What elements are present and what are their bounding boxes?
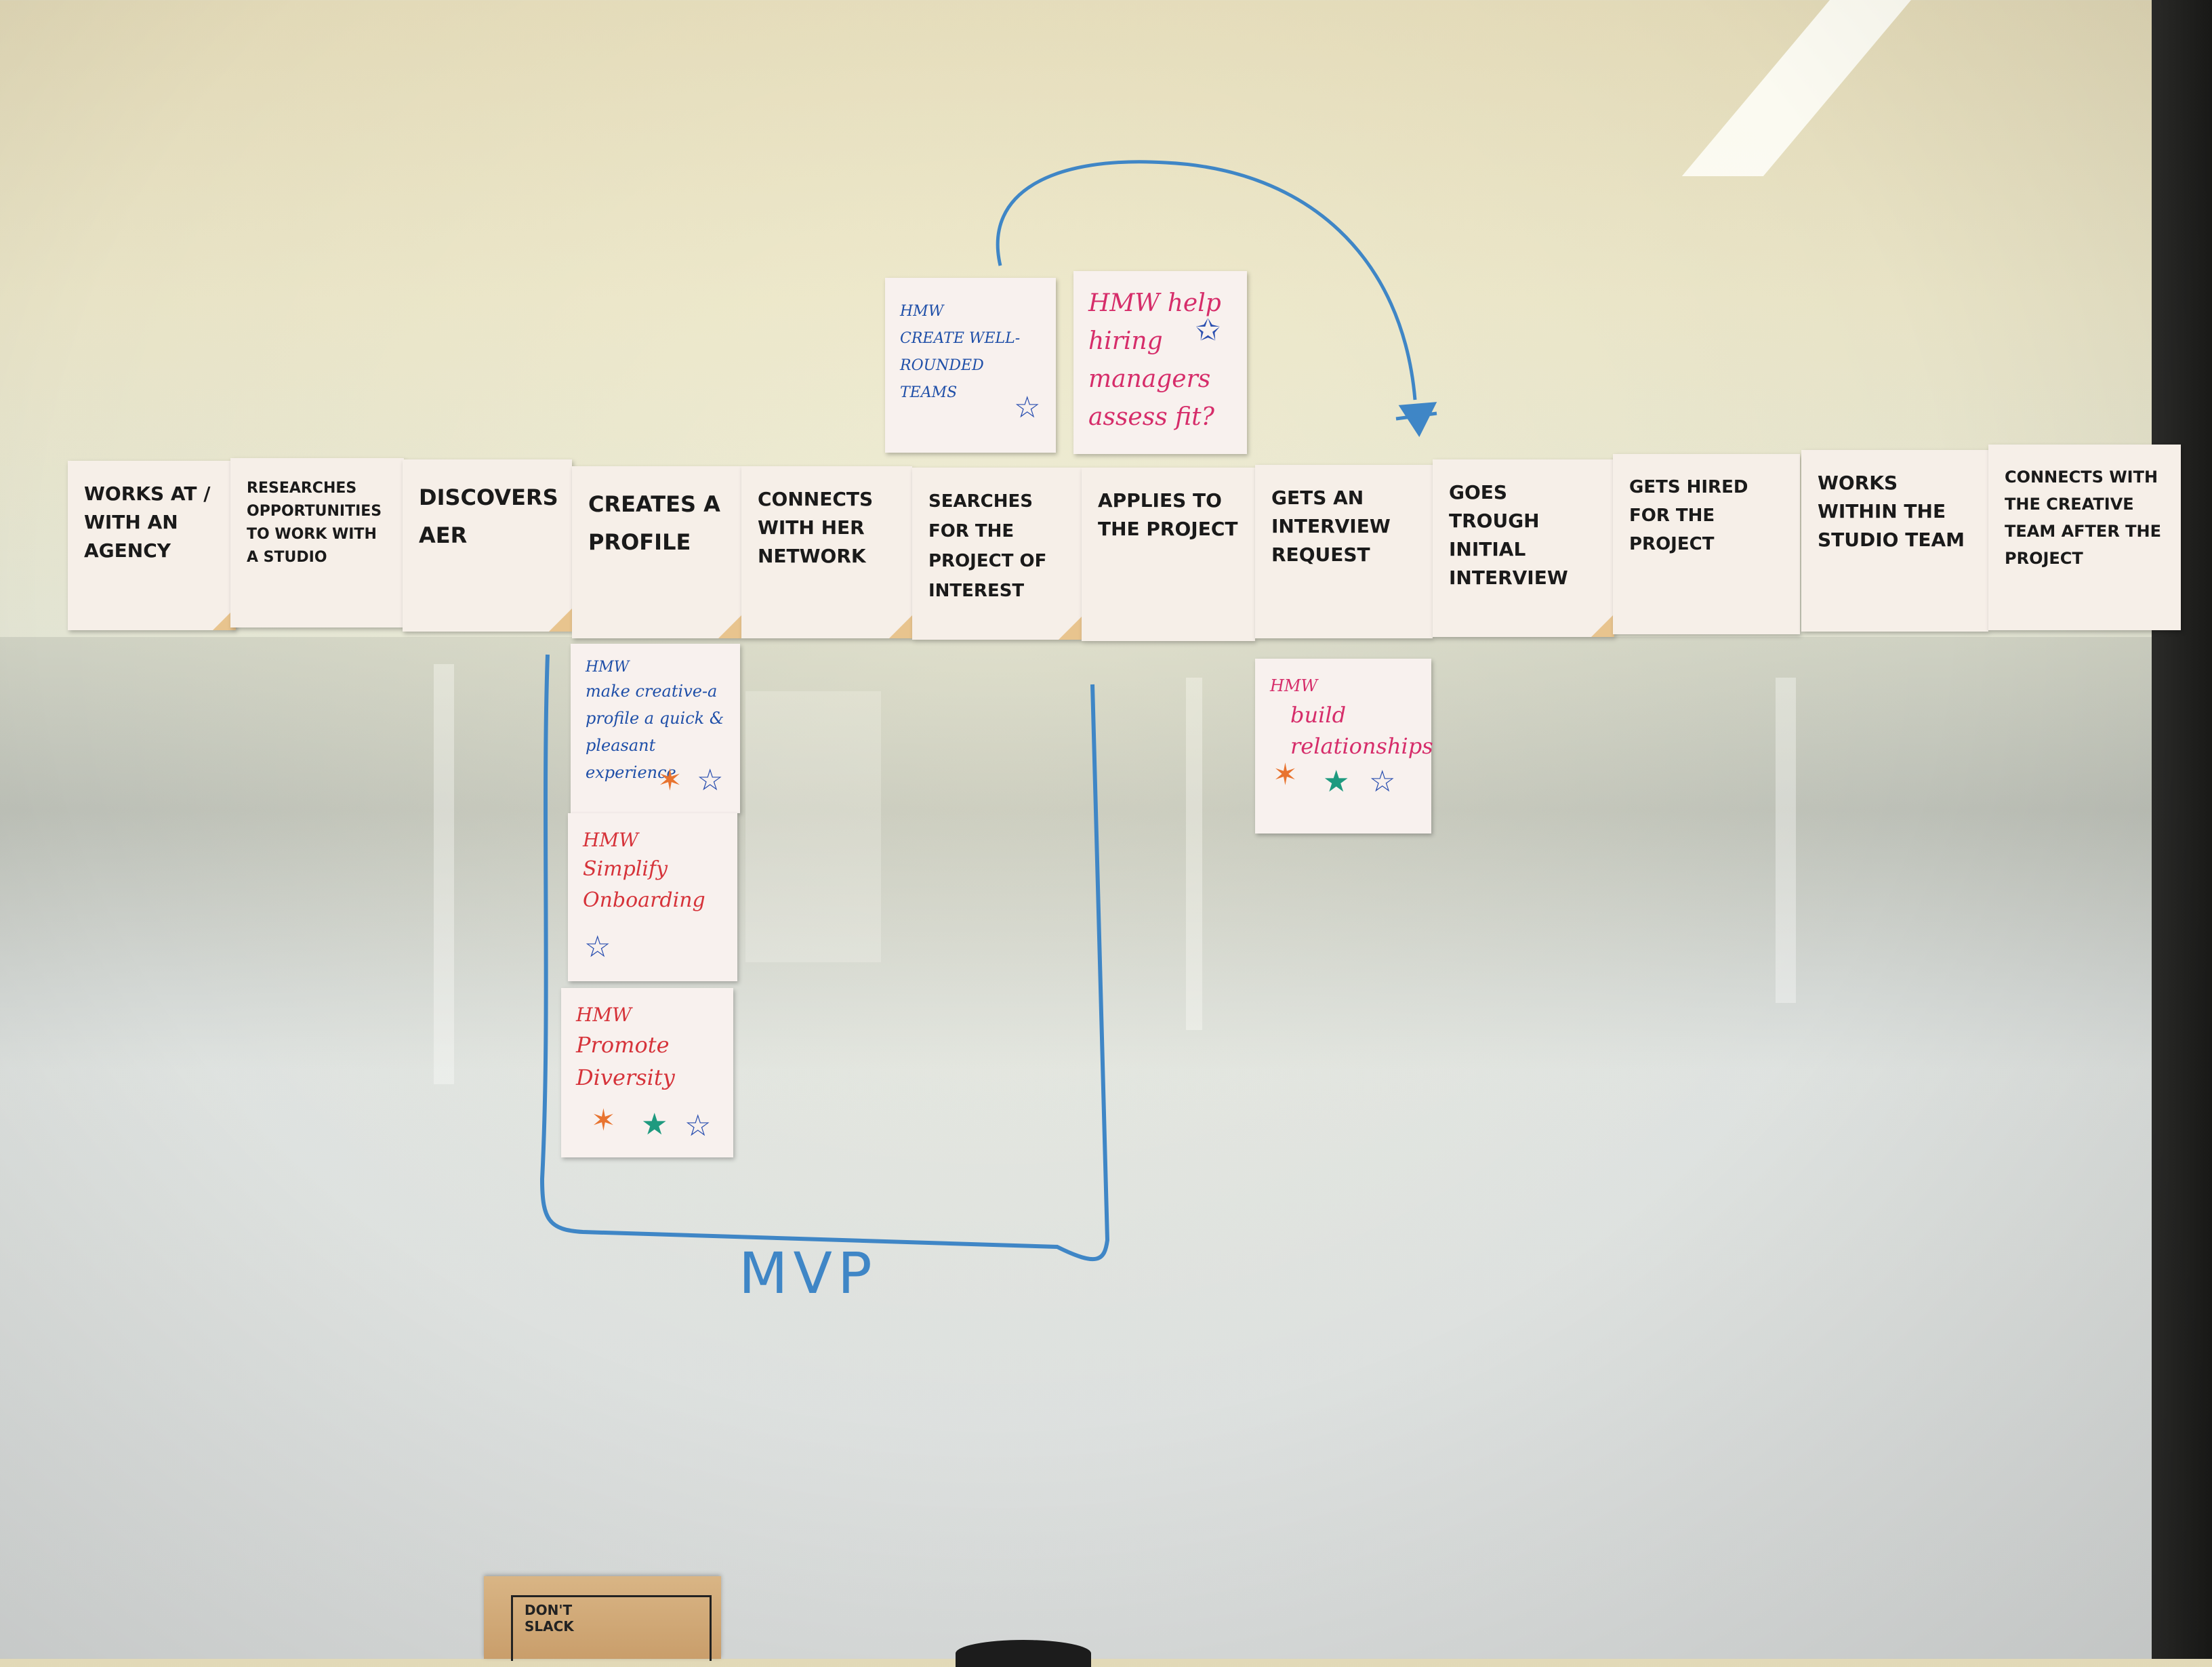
hmw-text: Simplify Onboarding xyxy=(583,857,705,912)
hmw-note-assess-fit: HMW help hiring managers assess fit? ✩ xyxy=(1073,271,1247,454)
step-text: Gets an interview request xyxy=(1271,487,1391,566)
hmw-note-quick-pleasant-profile: HMW make creative-a profile a quick & pl… xyxy=(571,644,740,813)
step-text: Creates a profile xyxy=(588,491,720,555)
hmw-text: HMW help hiring managers assess fit? xyxy=(1088,289,1221,431)
step-note-discovers-aer: Discovers AER xyxy=(403,459,572,632)
window-reflection xyxy=(0,637,2212,1084)
arrow-head-icon xyxy=(1395,402,1437,438)
step-text: Works within the studio team xyxy=(1818,472,1965,551)
star-vote-icon: ✶ xyxy=(1273,758,1298,792)
step-text: Applies to the project xyxy=(1098,489,1238,540)
step-note-searches-project: Searches for the project of interest xyxy=(912,468,1082,640)
step-note-gets-hired: Gets hired for the project xyxy=(1613,454,1800,634)
hmw-label: HMW xyxy=(900,303,944,320)
star-vote-icon: ☆ xyxy=(1369,764,1396,799)
step-text: Goes trough initial interview xyxy=(1449,481,1568,589)
hmw-text: create well-rounded teams xyxy=(900,330,1021,401)
step-note-works-at-agency: Works at / with an agency xyxy=(68,461,236,630)
step-text: Gets hired for the project xyxy=(1629,477,1748,554)
hmw-text: make creative-a profile a quick & pleasa… xyxy=(586,682,724,782)
hmw-label: HMW xyxy=(583,829,638,851)
step-note-applies-project: Applies to the project xyxy=(1082,468,1255,641)
hmw-note-promote-diversity: HMW Promote Diversity ✶ ★ ☆ xyxy=(561,988,733,1157)
mvp-label: MVP xyxy=(739,1240,878,1306)
step-note-works-within-team: Works within the studio team xyxy=(1801,450,1988,632)
hmw-text: build relationships xyxy=(1290,702,1433,759)
step-text: Discovers AER xyxy=(419,485,558,548)
star-vote-icon: ☆ xyxy=(684,1109,712,1143)
mvp-bracket xyxy=(539,654,1110,1261)
hmw-label: HMW xyxy=(576,1004,632,1026)
hmw-label: HMW xyxy=(586,659,630,676)
step-text: Works at / with an agency xyxy=(84,482,211,562)
star-vote-icon: ✶ xyxy=(657,763,682,798)
star-vote-icon: ✶ xyxy=(591,1103,616,1138)
star-vote-icon: ★ xyxy=(1323,764,1350,799)
star-vote-icon: ★ xyxy=(641,1107,668,1142)
step-note-connects-after-project: Connects with the creative team after th… xyxy=(1988,445,2181,630)
step-note-connects-network: Connects with her network xyxy=(741,466,912,638)
step-note-researches-opportunities: Researches opportunities to work with a … xyxy=(230,458,404,627)
sign-text: DON'T SLACK xyxy=(525,1602,574,1634)
arrow-curve xyxy=(996,160,1417,400)
star-vote-icon: ☆ xyxy=(1014,390,1041,425)
wooden-sign: DON'T SLACK xyxy=(484,1576,721,1661)
star-vote-icon: ☆ xyxy=(584,930,611,964)
step-note-creates-profile: Creates a profile xyxy=(572,466,741,638)
hmw-note-build-relationships: HMW build relationships ✶ ★ ☆ xyxy=(1255,659,1433,834)
step-text: Searches for the project of interest xyxy=(928,491,1047,601)
step-text: Researches opportunities to work with a … xyxy=(247,480,382,566)
hmw-note-well-rounded-teams: HMW create well-rounded teams ☆ xyxy=(885,278,1056,453)
door-frame xyxy=(2152,0,2212,1659)
step-text: Connects with the creative team after th… xyxy=(2005,468,2161,568)
step-note-interview-request: Gets an interview request xyxy=(1255,465,1433,638)
hmw-note-simplify-onboarding: HMW Simplify Onboarding ☆ xyxy=(568,813,737,981)
step-text: Connects with her network xyxy=(758,488,874,567)
hmw-text: Promote Diversity xyxy=(576,1032,675,1090)
star-vote-icon: ☆ xyxy=(697,763,724,798)
hmw-label: HMW xyxy=(1270,676,1318,695)
step-note-initial-interview: Goes trough initial interview xyxy=(1433,459,1614,637)
dark-object xyxy=(956,1640,1091,1667)
star-vote-icon: ✩ xyxy=(1195,313,1221,348)
